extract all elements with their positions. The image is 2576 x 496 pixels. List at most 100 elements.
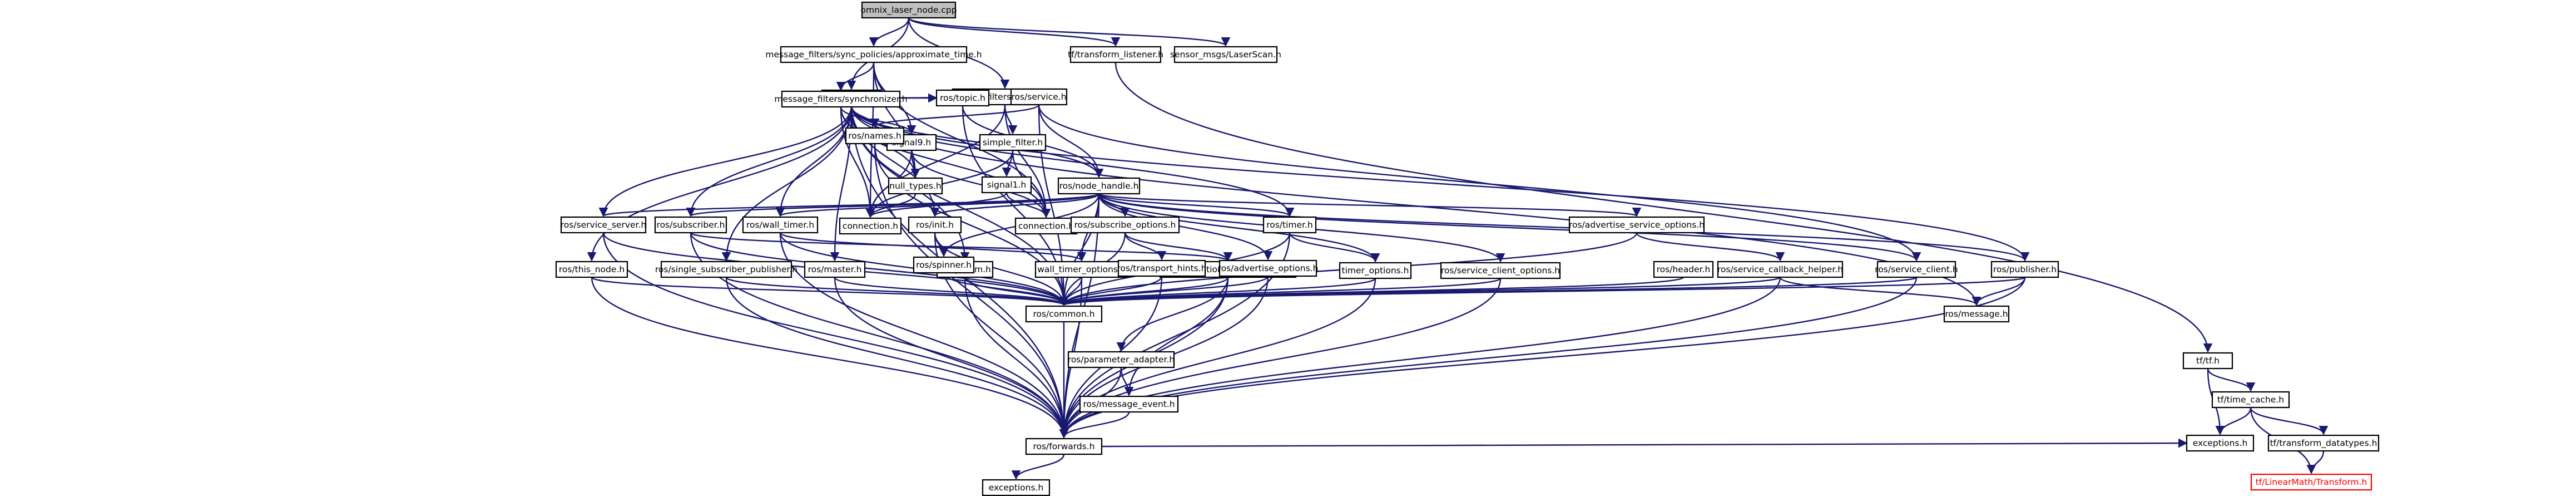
node-timeropts[interactable]: timer_options.h [1339,262,1412,279]
node-label: tf/LinearMath/Transform.h [2256,477,2367,487]
node-label: sensor_msgs/LaserScan.h [1170,50,1281,60]
node-transport[interactable]: ros/transport_hints.h [1117,259,1207,277]
node-label: ros/service_client.h [1875,264,1958,275]
node-service[interactable]: ros/service.h [1010,88,1068,106]
node-advsrvopts[interactable]: ros/advertise_service_options.h [1568,216,1705,234]
edge-singlepub-to-common [725,276,1069,306]
node-message[interactable]: ros/message.h [1943,305,2010,323]
edge-srvcb-to-message [1779,277,1981,306]
node-label: tf/time_cache.h [2217,395,2284,405]
node-box [1717,261,1844,278]
edge-advopts-to-common [1059,276,1269,306]
node-box [1010,88,1068,106]
edge-service-to-names [870,104,1040,128]
node-conn1[interactable]: connection.h [839,217,902,235]
node-advopts[interactable]: ros/advertise_options.h [1218,259,1319,277]
edge-walltimer-to-forwards [779,232,1069,439]
node-topic[interactable]: ros/topic.h [935,89,990,107]
node-label: ros/init.h [916,220,954,230]
node-box [1025,438,1103,455]
node-linearmath[interactable]: tf/LinearMath/Transform.h [2250,473,2372,491]
node-box [2182,352,2233,370]
node-thisnode[interactable]: ros/this_node.h [555,261,628,278]
node-paramadapter[interactable]: ros/parameter_adapter.h [1067,351,1175,369]
node-exceptions[interactable]: exceptions.h [982,479,1051,496]
node-names[interactable]: ros/names.h [845,127,905,145]
node-box [780,46,968,63]
node-nodehandle[interactable]: ros/node_handle.h [1057,177,1141,195]
node-tfh[interactable]: tf/tf.h [2182,352,2233,370]
node-label: ros/message_event.h [1083,399,1175,410]
node-box [839,217,902,235]
node-srvclient[interactable]: ros/service_client.h [1875,261,1958,278]
node-msgevent[interactable]: ros/message_event.h [1079,395,1179,413]
edge-nodehandle-to-advsrvopts [1098,193,1641,217]
node-simplefilter[interactable]: simple_filter.h [979,134,1047,151]
node-box [935,89,990,107]
node-box [660,261,792,278]
node-tfdatatypes[interactable]: tf/transform_datatypes.h [2267,434,2380,452]
node-label: omnix_laser_node.cpp [861,5,957,16]
node-nulltypes[interactable]: null_types.h [888,177,943,195]
node-label: signal1.h [987,180,1026,190]
edge-msgevent-to-forwards [1059,411,1130,439]
node-exceptions2[interactable]: exceptions.h [2186,434,2255,452]
node-mfsync[interactable]: message_filters/synchronizer.h [774,90,908,108]
node-forwards[interactable]: ros/forwards.h [1025,438,1103,455]
node-label: ros/publisher.h [1993,264,2057,274]
node-label: connection.h [843,221,898,231]
node-srvcb[interactable]: ros/service_callback_helper.h [1717,261,1844,278]
node-walltimer[interactable]: ros/wall_timer.h [742,216,819,234]
node-label: tf/tf.h [2196,356,2220,366]
node-signal1[interactable]: signal1.h [981,176,1032,194]
edge-master-to-forwards [834,277,1069,439]
node-label: null_types.h [889,181,941,191]
node-root[interactable]: omnix_laser_node.cpp [861,1,957,19]
node-common[interactable]: ros/common.h [1025,305,1103,323]
node-box [1067,351,1175,369]
node-box [654,216,727,234]
node-label: ros/transport_hints.h [1117,263,1206,274]
node-label: ros/wall_timer.h [746,220,814,230]
edge-forwards-to-exceptions2 [1101,438,2188,448]
node-srvclientopts[interactable]: ros/service_client_options.h [1440,262,1561,279]
node-spinner[interactable]: ros/spinner.h [913,256,975,274]
node-box [888,177,943,195]
node-box [1653,261,1714,278]
node-label: ros/advertise_service_options.h [1569,220,1705,230]
node-init[interactable]: ros/init.h [908,216,962,234]
edge-roscpp-to-singlepub [721,105,853,262]
node-label: ros/advertise_options.h [1218,263,1319,274]
edge-mfsync-to-conn2 [840,106,1051,218]
node-subopts[interactable]: ros/subscribe_options.h [1070,216,1180,234]
node-timer[interactable]: ros/timer.h [1262,216,1317,234]
node-publisher[interactable]: ros/publisher.h [1990,261,2059,278]
node-servsrv[interactable]: ros/service_server.h [561,216,646,234]
edge-srvclient-to-forwards [1059,277,1918,439]
node-box [1070,216,1180,234]
node-box [1079,395,1179,413]
node-box [1034,261,1129,278]
node-mfapprox[interactable]: message_filters/sync_policies/approximat… [765,46,982,63]
node-tflistener[interactable]: tf/transform_listener.h [1068,46,1163,63]
node-box [2211,391,2290,409]
node-box [1876,261,1956,278]
node-walltimeropts[interactable]: wall_timer_options.h [1034,261,1129,278]
node-box [2267,434,2380,452]
node-timecache[interactable]: tf/time_cache.h [2211,391,2290,409]
node-box [1025,305,1103,323]
edge-mfapprox-to-mfsync [836,62,875,91]
node-label: ros/topic.h [940,93,985,103]
edge-root-to-laserscan [908,17,1231,47]
edge-root-to-tflistener [908,17,1121,47]
node-laserscan[interactable]: sensor_msgs/LaserScan.h [1170,46,1281,63]
node-label: ros/service.h [1011,92,1066,102]
edge-nodehandle-to-advopts [1098,193,1273,261]
node-conn2[interactable]: connection.h [1014,217,1078,235]
node-singlepub[interactable]: ros/single_subscriber_publisher.h [655,261,797,278]
node-header[interactable]: ros/header.h [1653,261,1714,278]
node-master[interactable]: ros/master.h [804,261,866,278]
node-subscriber[interactable]: ros/subscriber.h [654,216,727,234]
node-label: ros/common.h [1033,309,1094,319]
